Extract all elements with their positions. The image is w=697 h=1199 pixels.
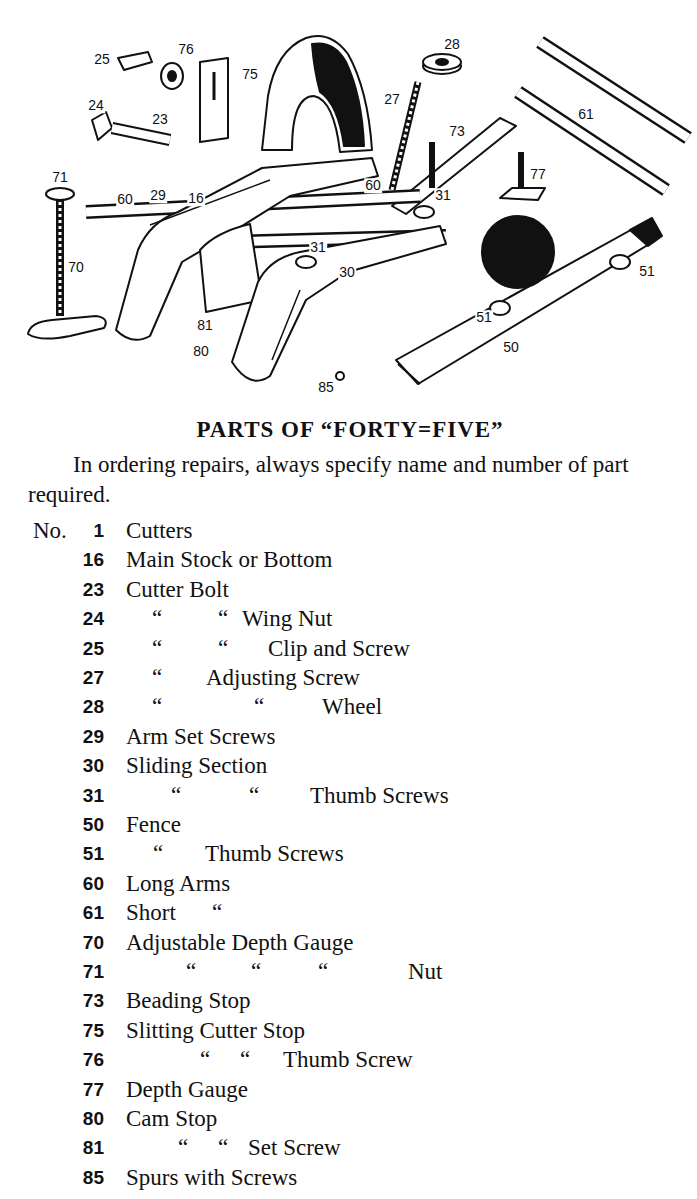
part-name: “ bbox=[152, 695, 162, 720]
callout-number: 85 bbox=[317, 380, 335, 395]
part-number: 28 bbox=[83, 697, 104, 718]
part-number: 25 bbox=[83, 638, 104, 659]
part-number: 70 bbox=[83, 932, 104, 953]
part-name: Cutter Bolt bbox=[126, 577, 229, 602]
part-name: “ bbox=[186, 959, 196, 984]
part-name: Sliding Section bbox=[126, 754, 267, 779]
part-name: Adjusting Screw bbox=[206, 665, 360, 690]
part-name: “ bbox=[152, 665, 162, 690]
part-name: Wing Nut bbox=[242, 607, 332, 632]
part-name: “ bbox=[218, 607, 228, 632]
part-name: “ bbox=[240, 1048, 250, 1073]
callout-number: 80 bbox=[192, 344, 210, 359]
part-name: Short bbox=[126, 901, 176, 926]
part-number: 27 bbox=[83, 668, 104, 689]
callout-number: 31 bbox=[309, 240, 327, 255]
callout-number: 28 bbox=[443, 37, 461, 52]
part-number: 31 bbox=[83, 785, 104, 806]
part-number: 75 bbox=[83, 1020, 104, 1041]
callout-number: 27 bbox=[383, 92, 401, 107]
part-name: “ bbox=[251, 959, 261, 984]
callout-number: 75 bbox=[241, 67, 259, 82]
part-number: 51 bbox=[83, 844, 104, 865]
title: PARTS OF “FORTY=FIVE” bbox=[196, 417, 503, 442]
callout-number: 73 bbox=[448, 124, 466, 139]
part-number: 71 bbox=[83, 962, 104, 983]
part-name: “ bbox=[171, 783, 181, 808]
caption: In ordering repairs, always specify name… bbox=[28, 450, 678, 510]
part-number: 81 bbox=[83, 1138, 104, 1159]
callout-number: 50 bbox=[502, 340, 520, 355]
part-name: Set Screw bbox=[248, 1136, 341, 1161]
part-name: Beading Stop bbox=[126, 989, 251, 1014]
callout-number: 51 bbox=[475, 310, 493, 325]
callout-number: 60 bbox=[364, 178, 382, 193]
part-name: “ bbox=[254, 695, 264, 720]
part-number: 76 bbox=[83, 1050, 104, 1071]
part-name: “ bbox=[249, 783, 259, 808]
part-number: 77 bbox=[83, 1079, 104, 1100]
part-number: 30 bbox=[83, 756, 104, 777]
callout-number: 30 bbox=[338, 265, 356, 280]
part-name: Main Stock or Bottom bbox=[126, 548, 332, 573]
callout-number: 81 bbox=[196, 318, 214, 333]
part-name: “ bbox=[152, 636, 162, 661]
callout-number: 71 bbox=[51, 170, 69, 185]
callout-number: 70 bbox=[67, 260, 85, 275]
part-name: “ bbox=[212, 901, 222, 926]
part-number: 16 bbox=[83, 550, 104, 571]
part-name: Nut bbox=[408, 959, 443, 984]
callout-number: 16 bbox=[187, 191, 205, 206]
part-number: 1 bbox=[93, 521, 104, 542]
part-name: Cam Stop bbox=[126, 1106, 217, 1131]
part-number: 85 bbox=[83, 1167, 104, 1188]
callout-number: 24 bbox=[87, 98, 105, 113]
part-number: 50 bbox=[83, 815, 104, 836]
part-name: “ bbox=[200, 1048, 210, 1073]
part-name: Thumb Screws bbox=[310, 783, 449, 808]
part-name: “ bbox=[218, 636, 228, 661]
callout-number: 51 bbox=[638, 264, 656, 279]
part-name: Fence bbox=[126, 812, 181, 837]
callout-number: 25 bbox=[93, 52, 111, 67]
part-name: Thumb Screw bbox=[283, 1048, 413, 1073]
callout-number: 61 bbox=[577, 107, 595, 122]
part-number: 73 bbox=[83, 991, 104, 1012]
part-name: “ bbox=[153, 842, 163, 867]
part-name: Depth Gauge bbox=[126, 1077, 248, 1102]
part-name: “ bbox=[218, 1136, 228, 1161]
callout-number: 77 bbox=[529, 167, 547, 182]
part-name: Spurs with Screws bbox=[126, 1165, 297, 1190]
part-number: 60 bbox=[83, 873, 104, 894]
part-name: Slitting Cutter Stop bbox=[126, 1018, 305, 1043]
part-name: Clip and Screw bbox=[268, 636, 410, 661]
callout-number: 31 bbox=[434, 188, 452, 203]
part-name: Adjustable Depth Gauge bbox=[126, 930, 353, 955]
callout-number: 29 bbox=[149, 188, 167, 203]
callout-number: 60 bbox=[116, 192, 134, 207]
part-number: 23 bbox=[83, 579, 104, 600]
callout-number: 23 bbox=[151, 112, 169, 127]
part-name: “ bbox=[152, 607, 162, 632]
part-name: Long Arms bbox=[126, 871, 230, 896]
part-number: 61 bbox=[83, 903, 104, 924]
part-number: 80 bbox=[83, 1109, 104, 1130]
callout-number: 76 bbox=[177, 42, 195, 57]
list-heading: No. bbox=[33, 518, 67, 543]
part-number: 24 bbox=[83, 609, 104, 630]
part-name: “ bbox=[318, 959, 328, 984]
part-number: 29 bbox=[83, 726, 104, 747]
part-name: Cutters bbox=[126, 518, 192, 543]
part-name: “ bbox=[178, 1136, 188, 1161]
part-name: Wheel bbox=[322, 695, 382, 720]
part-name: Thumb Screws bbox=[205, 842, 344, 867]
part-name: Arm Set Screws bbox=[126, 724, 275, 749]
